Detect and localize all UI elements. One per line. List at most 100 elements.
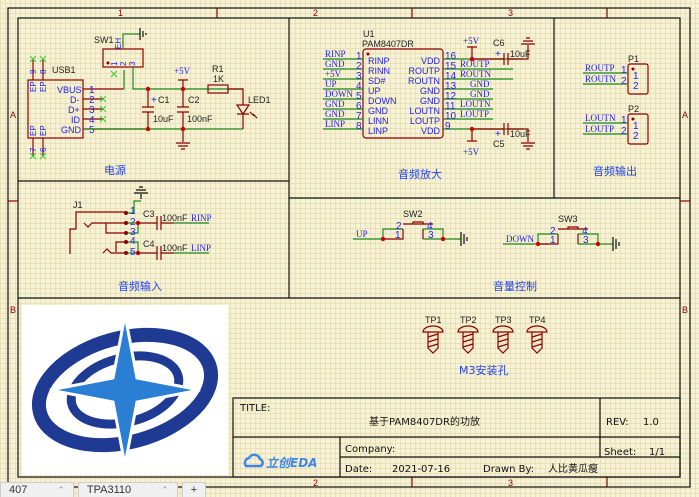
net-label: GND [325,99,345,109]
c1-value: 10uF [153,114,174,124]
usb1-connector[interactable]: USB1 VBUS D- D+ ID GND 1 2 3 4 5 EP EP E… [27,55,148,160]
company-label: Company: [345,444,395,455]
tab-label: TPA3110 [86,484,132,496]
tp4-ref: TP4 [529,315,546,325]
j1-audio-jack[interactable]: J1 1 2 3 4 5 C3 100nF RINP C4 100nF LINP [69,186,212,260]
net-label: GND [325,59,345,69]
chevron-up-icon[interactable]: ⌃ [57,485,65,495]
p1-ref: P1 [628,54,639,64]
section-title-amp: 音频放大 [398,167,442,181]
sw3-switch[interactable]: SW3 DOWN 2 1 4 3 [503,214,620,251]
pin-number: 1 [395,230,401,241]
sw1-pin: 1 [110,61,119,66]
net-label: GND [325,109,345,119]
pin-name: DOWN [368,96,397,106]
u1-right-pins: VDD ROUTP ROUTN GND GND LOUTN LOUTP VDD [408,56,441,136]
tab-label: 407 [9,484,28,496]
c1-ref: C1 [158,95,170,105]
add-sheet-button[interactable]: + [181,482,207,497]
rev-value: 1.0 [643,417,659,428]
drawn-by-label: Drawn By: [483,464,534,475]
pin-name: GND [420,96,441,106]
power-passives: +5V C1 + 10uF C2 100nF R1 1K LED1 [83,64,271,150]
drawn-by-value: 人比黄瓜瘦 [548,462,598,475]
pin-number: 3 [583,235,589,246]
sheet-tabs: 407 ⌃ TPA3110 ⌃ + [0,482,207,497]
ep-num: 6 [39,147,48,152]
usb1-ref: USB1 [52,65,76,75]
usb1-pin-num: 5 [89,125,95,136]
sw1-pin: 2 [119,61,128,66]
net-label: RINP [191,213,212,223]
p2-ref: P2 [628,104,639,114]
ep-num: 9 [29,69,38,74]
ep-label: EP [29,81,38,92]
pin-number: 2 [633,81,639,92]
u1-pam8407dr[interactable]: U1 PAM8407DR RINP GND +5V UP DOWN GND GN… [323,29,523,139]
pin-number: 2 [396,221,402,232]
pin-name: RINN [368,66,390,76]
ep-num: 8 [39,69,48,74]
sw2-ref: SW2 [403,209,423,219]
usb1-pin-gnd: GND [61,125,82,135]
net-label: LINP [191,243,211,253]
usb1-pin-id: ID [71,115,81,125]
c6-value: 10uF [510,49,531,59]
net-label: GND [470,89,490,99]
pin-number: 1 [621,65,627,76]
chevron-up-icon[interactable]: ⌃ [161,485,169,495]
led1-ref: LED1 [248,95,271,105]
vcc-label: +5V [463,147,480,157]
ruler-col-2-bottom: 2 [313,478,318,488]
usb1-pin-num: 3 [89,105,95,116]
usb1-pin-num: 2 [89,95,95,106]
tp1-ref: TP1 [425,315,442,325]
sw2-switch[interactable]: SW2 UP 2 1 4 3 [353,209,468,246]
section-dividers [18,18,680,299]
rev-label: REV: [606,417,629,428]
ep-label: EP [29,125,38,136]
pin-number: 2 [621,76,627,87]
p1-connector[interactable]: P1 ROUTP ROUTN 1 2 1 2 [583,54,649,95]
p2-connector[interactable]: P2 LOUTN LOUTP 1 2 1 2 [583,104,649,145]
ruler-col-3-bottom: 3 [508,478,513,488]
pin-name: GND [368,106,389,116]
c3-ref: C3 [143,209,155,219]
ruler-row-a-right: A [682,110,688,120]
net-label: +5V [325,69,342,79]
pin-number: 1 [550,235,556,246]
pin-number: 4 [130,236,136,247]
pin-number: 8 [356,121,362,132]
pin-number: 4 [582,226,588,237]
c6-ref: C6 [493,38,505,48]
pin-name: VDD [421,126,441,136]
c2-value: 100nF [187,114,213,124]
net-label: DOWN [325,89,353,99]
net-label: LOUTN [585,113,616,123]
sheet-tab[interactable]: 407 ⌃ [0,482,74,497]
sw1-switch[interactable]: SW1 EH 1 2 3 [94,28,243,90]
usb1-pin-num: 4 [89,115,95,126]
pin-number: 11 [445,101,456,112]
section-title-input: 音频输入 [118,279,162,293]
pin-name: RINP [368,56,390,66]
pin-number: 9 [445,121,451,132]
r1-ref: R1 [212,64,224,74]
pin-number: 2 [130,217,136,228]
pin-number: 12 [445,91,457,102]
sheet-tab[interactable]: TPA3110 ⌃ [77,482,178,497]
u1-part: PAM8407DR [362,39,414,49]
pin-number: 15 [445,61,457,72]
pin-number: 6 [356,101,362,112]
net-label: RINP [325,49,346,59]
pin-number: 1 [621,115,627,126]
outer-frame [7,7,691,488]
c1-plus: + [151,95,157,106]
net-label: ROUTN [460,69,491,79]
sw3-ref: SW3 [558,214,578,224]
pin-name: LOUTN [409,106,440,116]
plus-icon: + [190,484,198,496]
section-title-output: 音频输出 [593,164,637,178]
section-title-power: 电源 [104,163,126,177]
